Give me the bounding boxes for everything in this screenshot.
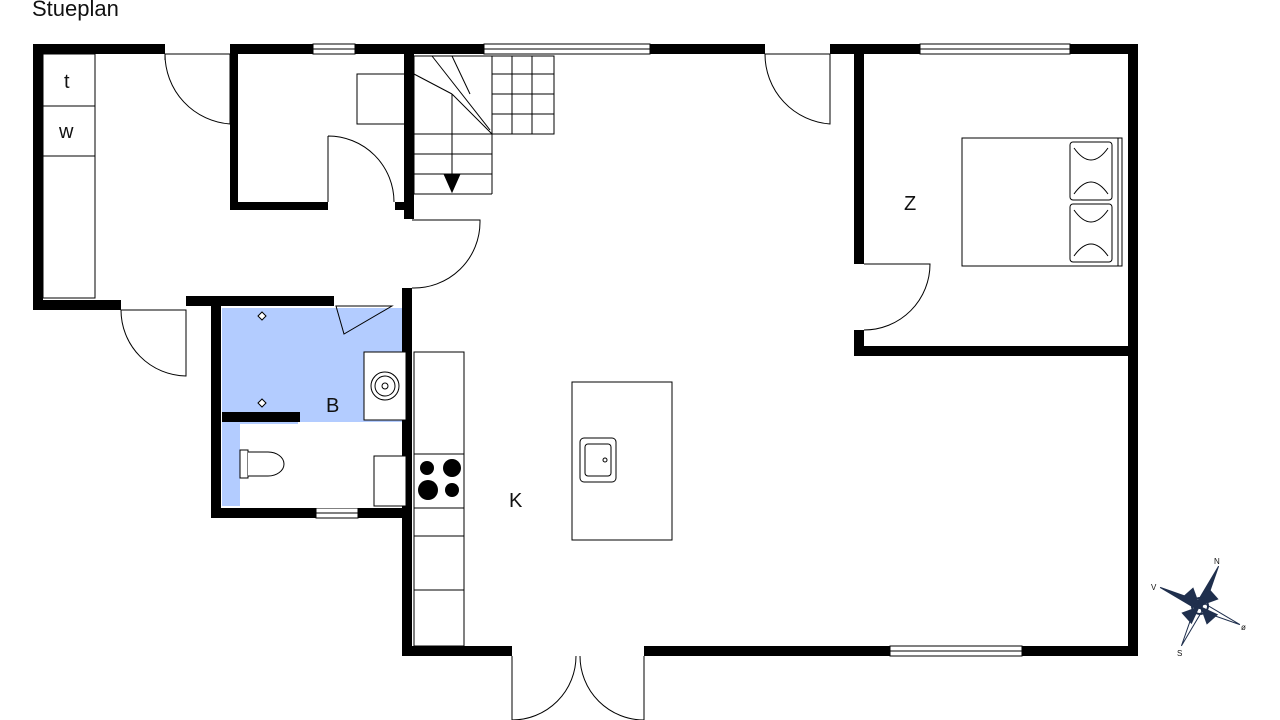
doors — [120, 53, 931, 720]
room-label-bedroom: Z — [904, 193, 916, 215]
room-label-bathroom: B — [326, 395, 339, 417]
utility-column — [42, 53, 96, 299]
compass-label-v: V — [1151, 583, 1157, 592]
bathroom-floor — [222, 308, 406, 506]
stove-hob — [418, 459, 461, 500]
room-label-kitchen: K — [509, 490, 523, 512]
kitchen-counter — [413, 351, 465, 647]
compass-label-n: N — [1214, 557, 1220, 566]
room-label-t: t — [64, 71, 70, 93]
plan-title: Stueplan — [32, 0, 119, 21]
kitchen-island — [571, 381, 673, 541]
bathroom-fixtures — [239, 311, 407, 508]
walls — [33, 44, 1138, 656]
room-label-w: w — [58, 121, 74, 143]
staircase — [413, 55, 555, 195]
double-bed — [961, 137, 1123, 267]
compass-label-s: S — [1177, 649, 1182, 658]
compass-label-o: ø — [1241, 623, 1246, 632]
compass-rose — [1159, 565, 1241, 647]
cabinet — [356, 73, 406, 125]
